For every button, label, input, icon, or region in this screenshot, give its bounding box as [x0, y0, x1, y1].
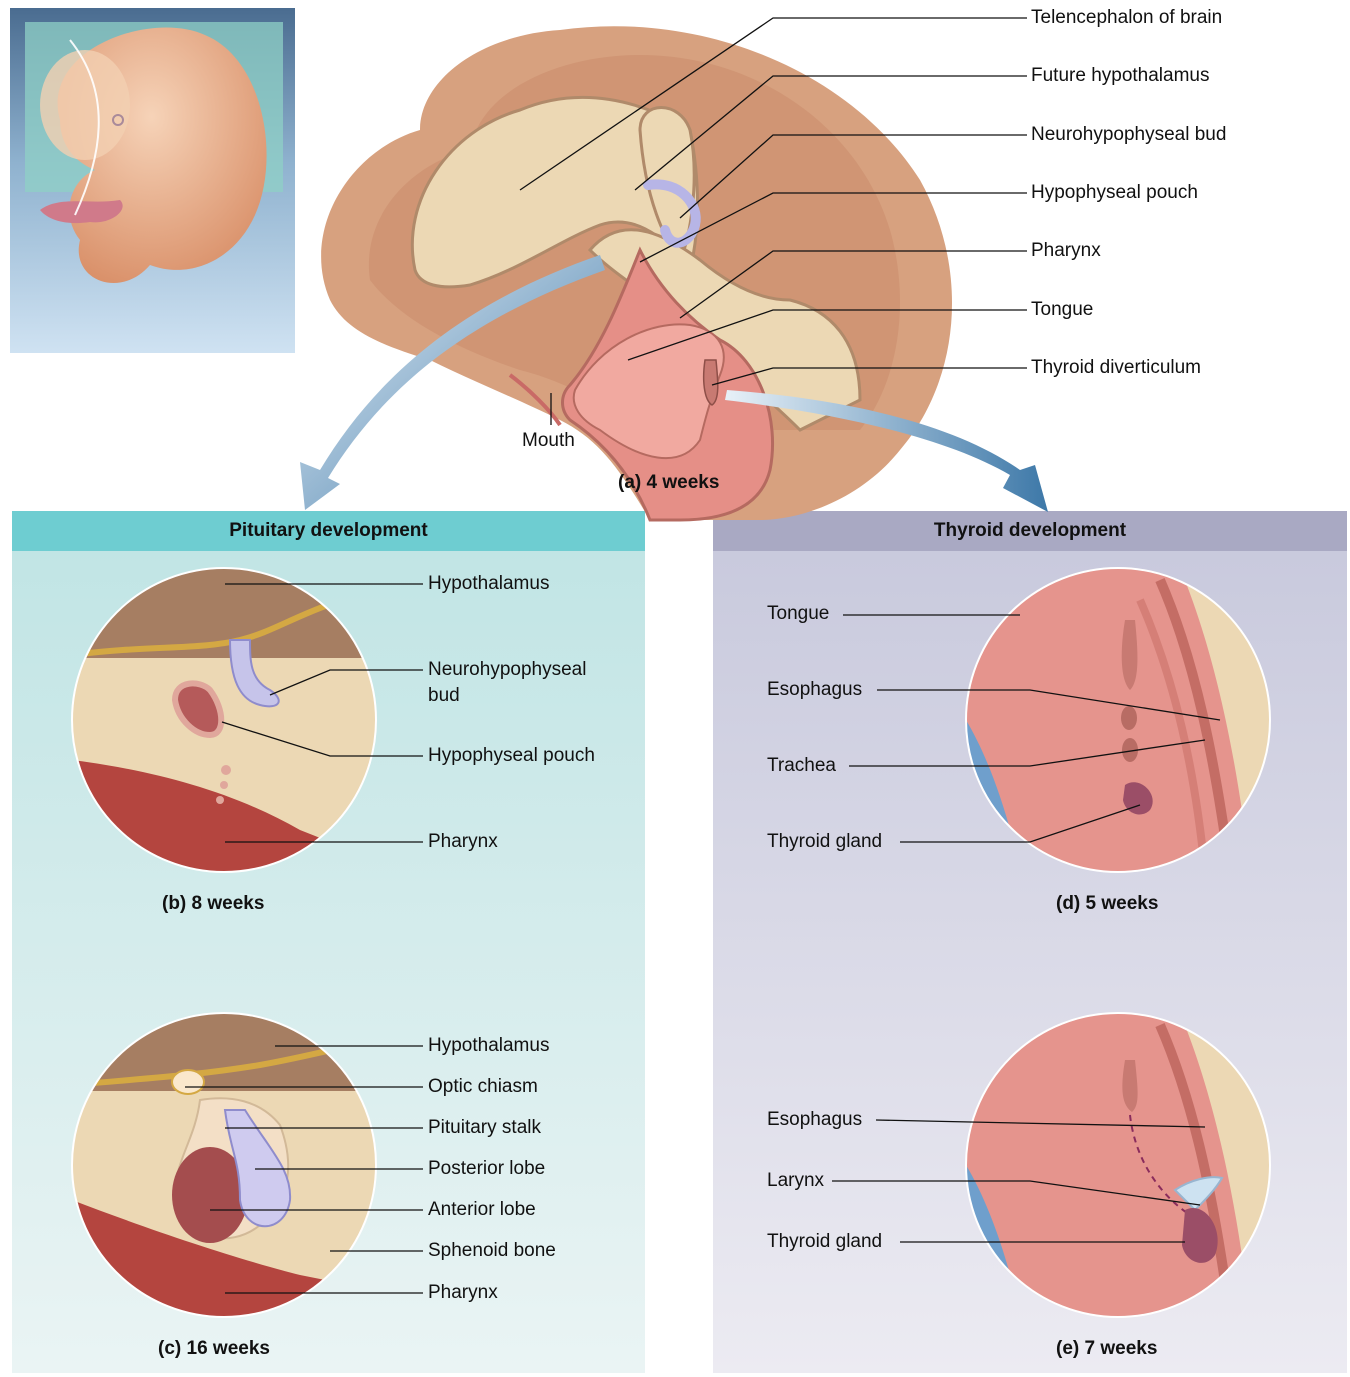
label-b-pharynx: Pharynx — [428, 831, 498, 853]
label-d-thyroid-gland: Thyroid gland — [767, 831, 882, 853]
label-pharynx: Pharynx — [1031, 240, 1101, 262]
caption-d: (d) 5 weeks — [1056, 893, 1158, 915]
label-c-sphenoid-bone: Sphenoid bone — [428, 1240, 556, 1262]
caption-e: (e) 7 weeks — [1056, 1338, 1157, 1360]
caption-c: (c) 16 weeks — [158, 1338, 270, 1360]
label-d-trachea: Trachea — [767, 755, 836, 777]
label-c-posterior-lobe: Posterior lobe — [428, 1158, 545, 1180]
label-neurohypophyseal-bud: Neurohypophyseal bud — [1031, 124, 1226, 146]
label-e-larynx: Larynx — [767, 1170, 824, 1192]
label-hypophyseal-pouch: Hypophyseal pouch — [1031, 182, 1198, 204]
label-c-optic-chiasm: Optic chiasm — [428, 1076, 538, 1098]
caption-a: (a) 4 weeks — [618, 472, 719, 494]
label-d-esophagus: Esophagus — [767, 679, 862, 701]
label-future-hypothalamus: Future hypothalamus — [1031, 65, 1210, 87]
label-mouth: Mouth — [522, 430, 575, 452]
label-tongue: Tongue — [1031, 299, 1093, 321]
view-d-5-weeks — [966, 568, 1270, 872]
embryo-head-section — [321, 26, 952, 520]
label-b-bud: bud — [428, 685, 460, 707]
pituitary-header: Pituitary development — [12, 511, 645, 551]
view-c-16-weeks — [72, 1013, 376, 1317]
embryo-inset — [10, 8, 295, 353]
label-b-hypophyseal-pouch: Hypophyseal pouch — [428, 745, 595, 767]
view-b-8-weeks — [72, 568, 376, 872]
label-thyroid-diverticulum: Thyroid diverticulum — [1031, 357, 1201, 379]
label-e-esophagus: Esophagus — [767, 1109, 862, 1131]
label-c-pituitary-stalk: Pituitary stalk — [428, 1117, 541, 1139]
label-e-thyroid-gland: Thyroid gland — [767, 1231, 882, 1253]
label-c-hypothalamus: Hypothalamus — [428, 1035, 549, 1057]
label-c-anterior-lobe: Anterior lobe — [428, 1199, 536, 1221]
thyroid-header: Thyroid development — [713, 511, 1347, 551]
label-d-tongue: Tongue — [767, 603, 829, 625]
label-telencephalon: Telencephalon of brain — [1031, 7, 1222, 29]
label-b-hypothalamus: Hypothalamus — [428, 573, 549, 595]
label-c-pharynx: Pharynx — [428, 1282, 498, 1304]
caption-b: (b) 8 weeks — [162, 893, 264, 915]
label-b-neurohypophyseal: Neurohypophyseal — [428, 659, 586, 681]
view-e-7-weeks — [966, 1013, 1270, 1317]
